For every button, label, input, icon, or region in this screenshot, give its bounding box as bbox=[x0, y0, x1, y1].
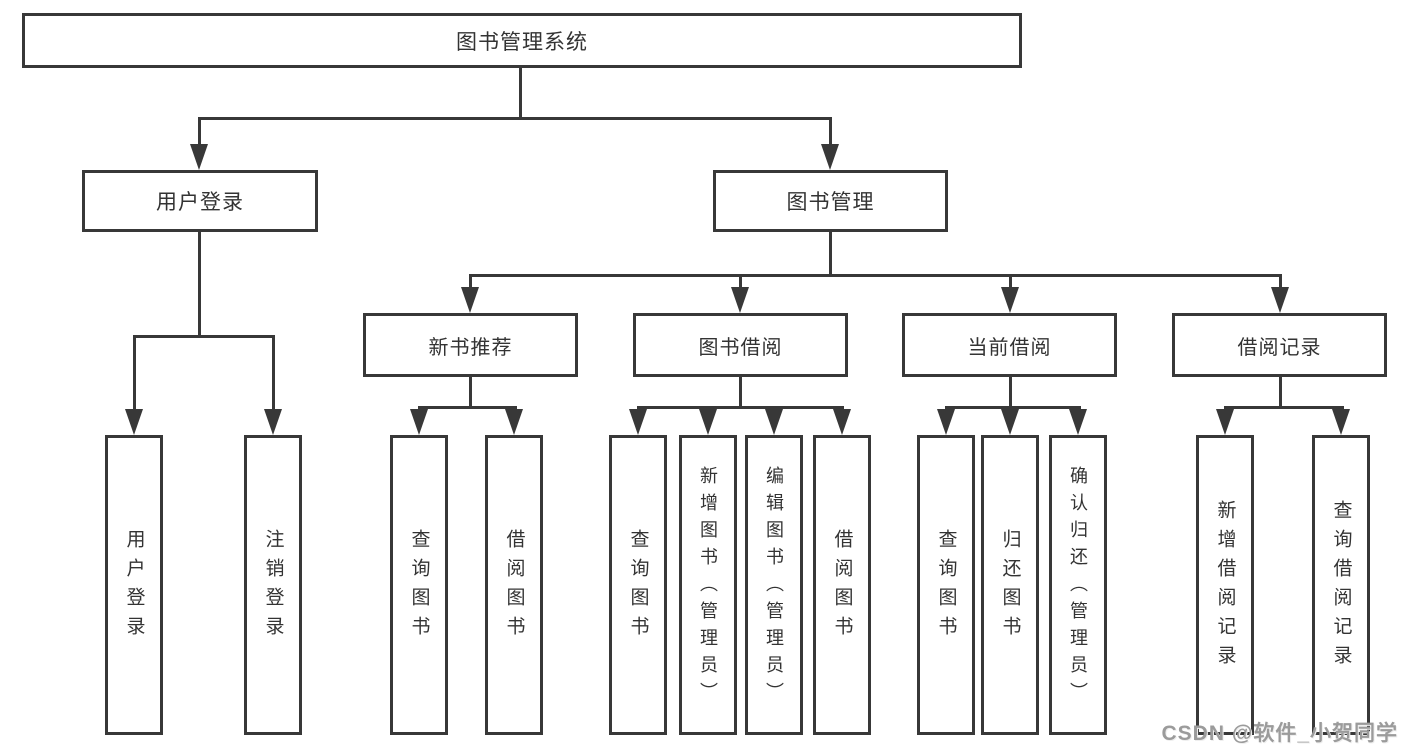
arrowhead-down-icon bbox=[765, 409, 783, 435]
arrowhead-down-icon bbox=[699, 409, 717, 435]
connector-line bbox=[132, 335, 275, 338]
connector-line bbox=[197, 117, 832, 120]
connector-line bbox=[197, 117, 201, 145]
leaf-cb-confirm-return-admin: 确认归还（管理员） bbox=[1049, 435, 1107, 735]
arrowhead-down-icon bbox=[264, 409, 282, 435]
leaf-bb-edit-books-admin: 编辑图书（管理员） bbox=[745, 435, 803, 735]
leaf-br-add-borrow-record: 新增借阅记录 bbox=[1196, 435, 1254, 735]
arrowhead-down-icon bbox=[505, 409, 523, 435]
arrowhead-down-icon bbox=[1001, 409, 1019, 435]
connector-line bbox=[271, 335, 275, 410]
leaf-rec-borrow-books: 借阅图书 bbox=[485, 435, 543, 735]
arrowhead-down-icon bbox=[1216, 409, 1234, 435]
arrowhead-down-icon bbox=[821, 144, 839, 170]
connector-line bbox=[738, 375, 742, 409]
arrowhead-down-icon bbox=[1069, 409, 1087, 435]
connector-line bbox=[944, 406, 1081, 409]
connector-line bbox=[1278, 274, 1282, 288]
arrowhead-down-icon bbox=[461, 287, 479, 313]
connector-line bbox=[197, 232, 201, 338]
leaf-br-query-borrow-record: 查询借阅记录 bbox=[1312, 435, 1370, 735]
arrowhead-down-icon bbox=[731, 287, 749, 313]
leaf-cb-return-books: 归还图书 bbox=[981, 435, 1039, 735]
leaf-cb-query-books: 查询图书 bbox=[917, 435, 975, 735]
node-borrowing-records: 借阅记录 bbox=[1172, 313, 1387, 377]
node-user-login: 用户登录 bbox=[82, 170, 318, 232]
arrowhead-down-icon bbox=[125, 409, 143, 435]
connector-line bbox=[1223, 406, 1344, 409]
connector-line bbox=[468, 274, 1282, 277]
connector-line bbox=[468, 375, 472, 409]
connector-line bbox=[417, 406, 517, 409]
arrowhead-down-icon bbox=[937, 409, 955, 435]
leaf-logout-login: 注销登录 bbox=[244, 435, 302, 735]
root-node-library-management-system: 图书管理系统 bbox=[22, 13, 1022, 68]
arrowhead-down-icon bbox=[1271, 287, 1289, 313]
arrowhead-down-icon bbox=[1001, 287, 1019, 313]
arrowhead-down-icon bbox=[190, 144, 208, 170]
leaf-user-login: 用户登录 bbox=[105, 435, 163, 735]
connector-line bbox=[636, 406, 844, 409]
watermark-text: CSDN @软件_小贺同学 bbox=[1161, 722, 1398, 745]
connector-line bbox=[518, 68, 522, 120]
leaf-bb-add-books-admin: 新增图书（管理员） bbox=[679, 435, 737, 735]
node-new-book-recommendation: 新书推荐 bbox=[363, 313, 578, 377]
connector-line bbox=[132, 335, 136, 410]
leaf-bb-borrow-books: 借阅图书 bbox=[813, 435, 871, 735]
connector-line bbox=[1008, 274, 1012, 288]
connector-line bbox=[1008, 375, 1012, 409]
connector-line bbox=[1278, 375, 1282, 409]
node-book-borrowing: 图书借阅 bbox=[633, 313, 848, 377]
connector-line bbox=[738, 274, 742, 288]
node-current-borrowing: 当前借阅 bbox=[902, 313, 1117, 377]
arrowhead-down-icon bbox=[833, 409, 851, 435]
leaf-bb-query-books: 查询图书 bbox=[609, 435, 667, 735]
node-book-management: 图书管理 bbox=[713, 170, 948, 232]
arrowhead-down-icon bbox=[1332, 409, 1350, 435]
connector-line bbox=[828, 117, 832, 145]
connector-line bbox=[828, 232, 832, 277]
leaf-rec-query-books: 查询图书 bbox=[390, 435, 448, 735]
connector-line bbox=[468, 274, 472, 288]
arrowhead-down-icon bbox=[629, 409, 647, 435]
arrowhead-down-icon bbox=[410, 409, 428, 435]
